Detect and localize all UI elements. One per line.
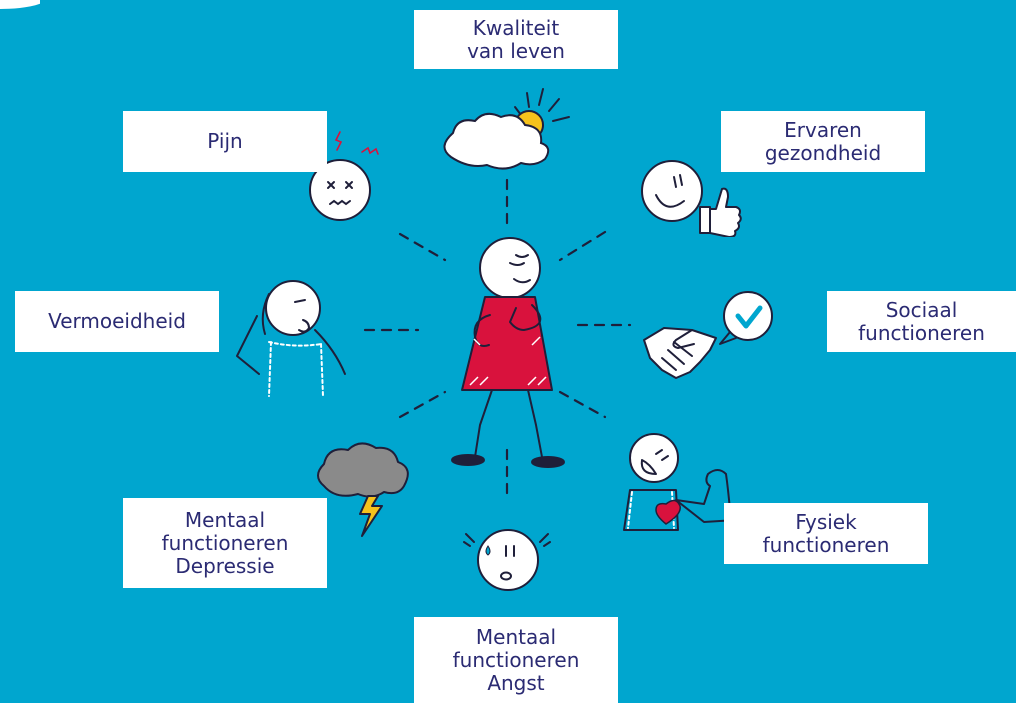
pain-face-icon bbox=[303, 131, 379, 221]
label-fatigue: Vermoeidheid bbox=[15, 291, 219, 352]
connector-mental-depression bbox=[398, 390, 447, 419]
thinking-person-icon bbox=[451, 237, 565, 468]
label-mental-depression: Mentaal functioneren Depressie bbox=[123, 498, 327, 588]
label-quality-of-life: Kwaliteit van leven bbox=[414, 10, 618, 69]
label-line: Vermoeidheid bbox=[48, 309, 186, 333]
label-perceived-health: Ervaren gezondheid bbox=[721, 111, 925, 172]
thumbs-up-face-icon bbox=[641, 160, 742, 237]
handshake-check-icon bbox=[643, 291, 773, 379]
dress bbox=[461, 296, 553, 391]
label-mental-anxiety: Mentaal functioneren Angst bbox=[414, 617, 618, 703]
label-line: functioneren bbox=[452, 647, 580, 672]
sun-cloud-icon bbox=[443, 88, 570, 170]
label-line: Angst bbox=[487, 670, 545, 695]
label-line: Mentaal bbox=[184, 507, 266, 532]
label-line: functioneren bbox=[858, 320, 985, 345]
connector-physical-functioning bbox=[558, 390, 607, 419]
label-line: Mentaal bbox=[475, 624, 557, 649]
label-line: gezondheid bbox=[764, 140, 882, 165]
label-pain: Pijn bbox=[123, 111, 327, 172]
label-line: Kwaliteit bbox=[472, 15, 560, 40]
label-physical-functioning: Fysiek functioneren bbox=[724, 503, 928, 564]
label-line: functioneren bbox=[161, 530, 289, 555]
corner-mark bbox=[0, 0, 40, 9]
label-line: Fysiek bbox=[795, 509, 857, 534]
label-line: functioneren bbox=[762, 532, 890, 557]
tired-person-icon bbox=[236, 280, 346, 397]
storm-cloud-icon bbox=[317, 442, 409, 537]
label-line: Depressie bbox=[175, 553, 275, 578]
label-social-functioning: Sociaal functioneren bbox=[827, 291, 1016, 352]
label-line: Ervaren bbox=[784, 117, 862, 142]
connector-pain bbox=[398, 232, 447, 262]
label-line: van leven bbox=[467, 38, 565, 63]
label-line: Pijn bbox=[207, 129, 243, 153]
connector-perceived-health bbox=[558, 230, 607, 262]
anxious-face-icon bbox=[463, 529, 551, 591]
label-line: Sociaal bbox=[885, 297, 958, 322]
